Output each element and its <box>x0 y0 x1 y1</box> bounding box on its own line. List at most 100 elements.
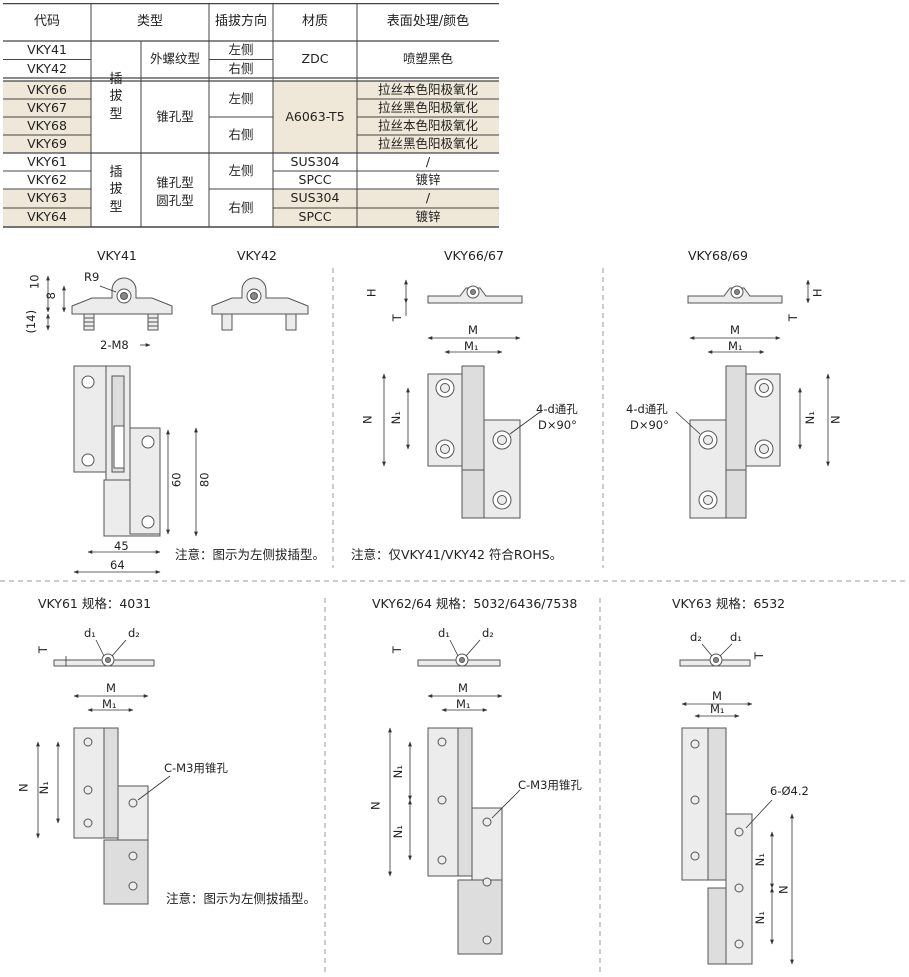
vky61-N: N <box>16 783 31 793</box>
vky42-top-view <box>211 277 309 331</box>
vky61-d2: d₂ <box>128 626 140 640</box>
vky6264-top-view <box>417 653 501 667</box>
finish-zinc: 镀锌 <box>415 209 441 225</box>
vky63-T: T <box>751 652 766 660</box>
vky63-M1: M₁ <box>710 702 725 716</box>
vky6667-N: N <box>360 415 375 425</box>
vky41-dim-64: 64 <box>110 558 125 572</box>
divider-lines <box>0 268 909 975</box>
code-cell: VKY69 <box>27 135 67 151</box>
vky41-front-view <box>73 365 161 537</box>
mat-sus304: SUS304 <box>290 153 340 169</box>
vky61-M: M <box>106 681 116 695</box>
vky6667-title: VKY66/67 <box>444 248 504 263</box>
mat-spcc: SPCC <box>298 209 332 225</box>
vky41-dim-8: 8 <box>43 292 58 300</box>
vky63-d2: d₂ <box>690 630 702 644</box>
vky6667-note: 注意：仅VKY41/VKY42 符合ROHS。 <box>351 547 563 562</box>
vky6869-top-view <box>687 285 783 304</box>
vky41-title: VKY41 <box>97 248 137 263</box>
code-cell: VKY67 <box>27 99 67 115</box>
vky6869-front-view <box>689 365 781 519</box>
vky6869-M1: M₁ <box>728 339 743 353</box>
finish-black-brushed: 拉丝黑色阳极氧化 <box>377 99 478 115</box>
vky6264-d2: d₂ <box>482 626 494 640</box>
vky6667-hole: 4-d通孔 <box>536 402 578 416</box>
header-material: 材质 <box>301 13 328 29</box>
vky6869-angle: D×90° <box>630 418 669 432</box>
vky63-d1: d₁ <box>730 630 742 644</box>
type-external-thread: 外螺纹型 <box>149 51 200 67</box>
vky61-d1: d₁ <box>84 626 96 640</box>
vky41-dim-45: 45 <box>114 539 129 553</box>
vky6264-title: VKY62/64 规格：5032/6436/7538 <box>372 596 578 611</box>
vky61-cone: C-M3用锥孔 <box>164 761 228 775</box>
header-code: 代码 <box>33 13 60 29</box>
vky6667-front-view <box>427 365 521 519</box>
vky61-M1: M₁ <box>102 697 117 711</box>
type-round-hole: 圆孔型 <box>156 192 194 208</box>
vky41-m8: 2-M8 <box>100 338 129 352</box>
vky41-dim-14: (14) <box>24 309 39 334</box>
vky6264-N: N <box>368 801 383 811</box>
vky41-top-view <box>71 277 173 331</box>
vky61-title: VKY61 规格：4031 <box>38 596 152 611</box>
vky6869-N1: N₁ <box>802 411 817 425</box>
code-cell: VKY61 <box>27 153 67 169</box>
code-cell: VKY62 <box>27 171 67 187</box>
vky6264-M: M <box>458 681 468 695</box>
vky63-title: VKY63 规格：6532 <box>672 596 786 611</box>
vky6667-angle: D×90° <box>538 418 577 432</box>
mat-spcc: SPCC <box>298 171 332 187</box>
vky63-N: N <box>776 885 791 895</box>
dir-left: 左侧 <box>228 90 254 106</box>
vky61-top-view <box>53 653 155 667</box>
finish-natural-brushed: 拉丝本色阳极氧化 <box>377 117 478 133</box>
vky6264-N1b: N₁ <box>390 825 405 839</box>
vky6264-N1a: N₁ <box>390 765 405 779</box>
type-group-plug: 插拔型 <box>109 71 123 122</box>
vky63-front-view <box>681 727 753 965</box>
dimension-lines <box>36 275 830 965</box>
code-cell: VKY63 <box>27 190 67 206</box>
vky6264-d1: d₁ <box>438 626 450 640</box>
finish-black-brushed: 拉丝黑色阳极氧化 <box>377 135 478 151</box>
code-cell: VKY68 <box>27 117 67 133</box>
dir-right: 右侧 <box>228 126 254 142</box>
vky6667-M: M <box>468 323 478 337</box>
vky41-dim-10: 10 <box>27 274 42 290</box>
vky63-holes: 6-Ø4.2 <box>770 784 809 798</box>
spec-table: 代码 类型 插拔方向 材质 表面处理/颜色 VKY41 VKY42 VKY66 … <box>3 3 499 229</box>
vky61-front-view <box>73 727 149 905</box>
vky6869-hole: 4-d通孔 <box>626 402 668 416</box>
header-type: 类型 <box>136 13 163 29</box>
vky63-N1b: N₁ <box>752 911 767 925</box>
vky63-top-view <box>679 653 751 667</box>
vky6869-N: N <box>828 415 843 425</box>
vky6264-M1: M₁ <box>456 697 471 711</box>
code-cell: VKY42 <box>27 60 67 76</box>
finish-none: / <box>425 153 431 169</box>
mat-sus304: SUS304 <box>290 190 340 206</box>
finish-black-spray: 喷塑黑色 <box>402 51 453 67</box>
mat-zdc: ZDC <box>301 51 329 67</box>
vky6869-T: T <box>785 314 800 322</box>
mat-a6063: A6063-T5 <box>285 108 345 124</box>
vky6264-cone: C-M3用锥孔 <box>518 778 582 792</box>
dir-right: 右侧 <box>228 199 254 215</box>
vky61-N1: N₁ <box>36 781 51 795</box>
vky61-note: 注意：图示为左侧拔插型。 <box>166 891 317 906</box>
vky6264-T: T <box>389 646 404 654</box>
finish-none: / <box>425 190 431 206</box>
type-cone-hole: 锥孔型 <box>156 108 194 124</box>
dir-left: 左侧 <box>228 162 254 178</box>
code-cell: VKY41 <box>27 41 67 57</box>
header-finish: 表面处理/颜色 <box>386 13 470 29</box>
vky6667-top-view <box>427 285 523 304</box>
vky61-T: T <box>35 646 50 654</box>
finish-natural-brushed: 拉丝本色阳极氧化 <box>377 81 478 97</box>
vky41-r9: R9 <box>84 270 100 284</box>
code-cell: VKY64 <box>27 209 67 225</box>
vky6869-title: VKY68/69 <box>688 248 748 263</box>
